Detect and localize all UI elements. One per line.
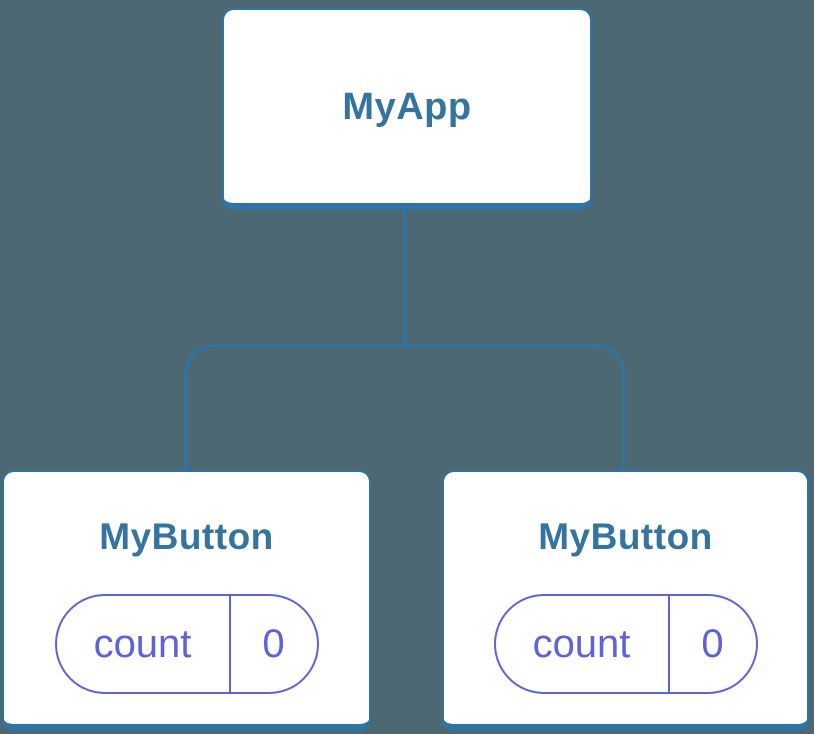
state-name-label: count [532,621,631,666]
state-name-label: count [93,621,192,666]
connector-branch [184,344,625,470]
state-pill-right: count 0 [493,594,758,694]
node-mybutton-left: MyButton count 0 [2,470,371,731]
state-value: 0 [667,596,756,692]
node-myapp: MyApp [222,8,592,210]
node-myapp-label: MyApp [342,85,472,128]
state-pill-left: count 0 [54,594,319,694]
node-mybutton-right-label: MyButton [538,516,713,557]
state-value: 0 [228,596,317,692]
node-mybutton-right: MyButton count 0 [442,470,809,731]
node-mybutton-left-label: MyButton [99,516,274,557]
connector-stem [403,210,406,344]
